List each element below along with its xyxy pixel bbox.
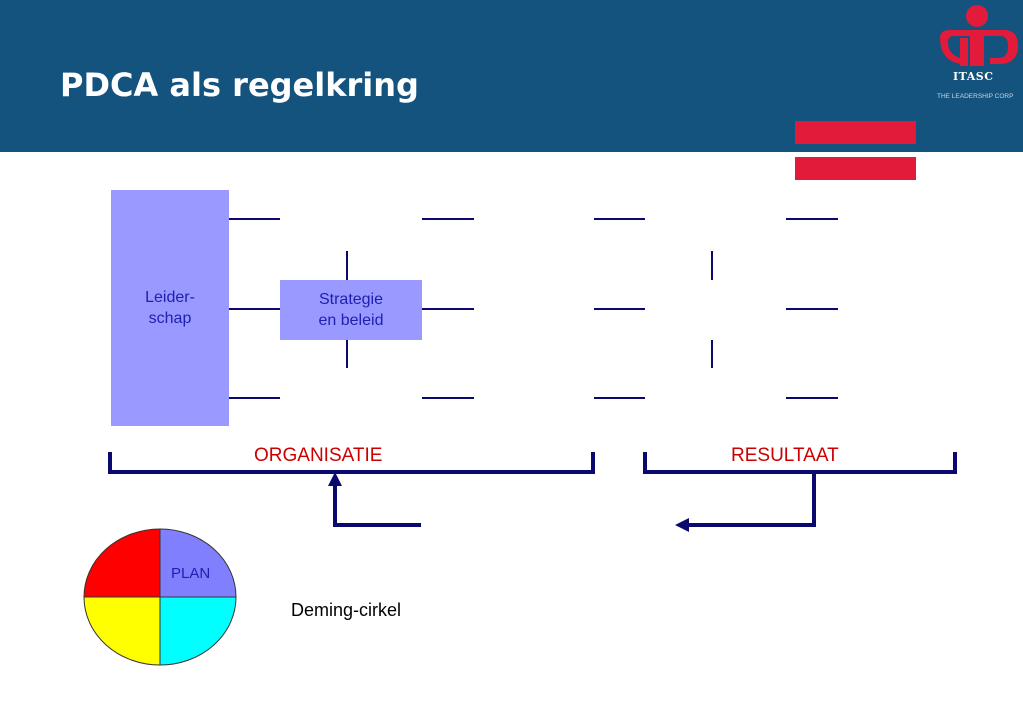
organisatie-label: ORGANISATIE [254, 445, 383, 466]
feedback-arrow-left [688, 474, 816, 527]
accent-bar-top [795, 121, 916, 144]
arrowhead-left [675, 518, 689, 532]
strategie-line1: Strategie [318, 291, 384, 308]
deming-do-quadrant [159, 596, 237, 666]
itasc-logo-icon [940, 5, 1018, 66]
leiderschap-box: Leider- schap [111, 190, 229, 426]
page-title: PDCA als regelkring [60, 66, 419, 104]
logo-name: ITASC [953, 70, 994, 83]
leiderschap-line1: Leider- [145, 289, 195, 306]
deming-label: Deming-cirkel [291, 600, 402, 620]
plan-label: PLAN [171, 565, 211, 582]
strategie-line2: en beleid [318, 312, 384, 329]
deming-check-quadrant [83, 596, 161, 666]
logo-tagline: THE LEADERSHIP CORP [937, 93, 1014, 100]
resultaat-bracket [643, 452, 957, 474]
deming-act-quadrant [83, 528, 161, 598]
deming-plan-quadrant [159, 528, 237, 598]
feedback-arrow-up [333, 484, 421, 527]
organisatie-bracket [108, 452, 595, 474]
resultaat-label: RESULTAAT [731, 445, 839, 466]
arrowhead-up [328, 472, 342, 486]
accent-bar-bottom [795, 157, 916, 180]
leiderschap-line2: schap [148, 310, 192, 327]
strategie-box: Strategie en beleid [280, 280, 422, 340]
